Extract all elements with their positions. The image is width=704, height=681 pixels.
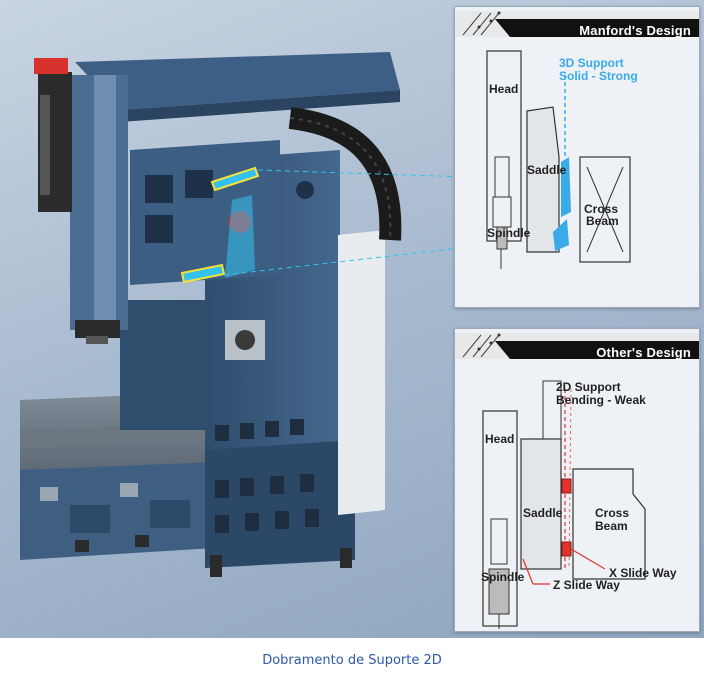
saddle-label: Saddle [523,506,563,520]
spindle-label: Spindle [487,226,531,240]
spindle-label: Spindle [481,570,525,584]
support-label-line1: 3D Support [559,56,624,70]
head-label: Head [485,432,515,446]
machine-illustration [20,52,556,577]
cross-beam-label-line1: Cross [595,506,630,520]
panel-title: Other's Design [596,345,691,360]
cross-beam-label-line2: Beam [595,519,628,533]
support-label-line1: 2D Support [556,380,621,394]
x-slide-way-label: X Slide Way [609,566,677,580]
top-beam [75,52,400,122]
others-cross-section [482,380,646,629]
z-slide-way-label: Z Slide Way [553,578,620,592]
panel-title: Manford's Design [579,23,691,38]
panel-header-graphic [455,333,699,359]
figure-caption: Dobramento de Suporte 2D [262,653,442,668]
machine-scene: Manford's Design 3D Support Solid - Stro… [0,0,704,638]
head-label: Head [489,82,519,96]
panel-header-graphic [455,11,699,37]
highlighted-slide-ways [180,166,260,284]
cross-beam-label-line1: Cross [584,202,619,216]
manford-cross-section [486,50,631,269]
support-label-line2: Solid - Strong [559,69,638,83]
cross-beam-label-line2: Beam [586,214,619,228]
spindle-head [34,58,128,344]
manford-design-panel: Manford's Design 3D Support Solid - Stro… [454,6,700,308]
support-label-line2: Bending - Weak [556,393,646,407]
others-design-panel: Other's Design 2D Support Bending - Weak… [454,328,700,632]
saddle-label: Saddle [527,163,567,177]
